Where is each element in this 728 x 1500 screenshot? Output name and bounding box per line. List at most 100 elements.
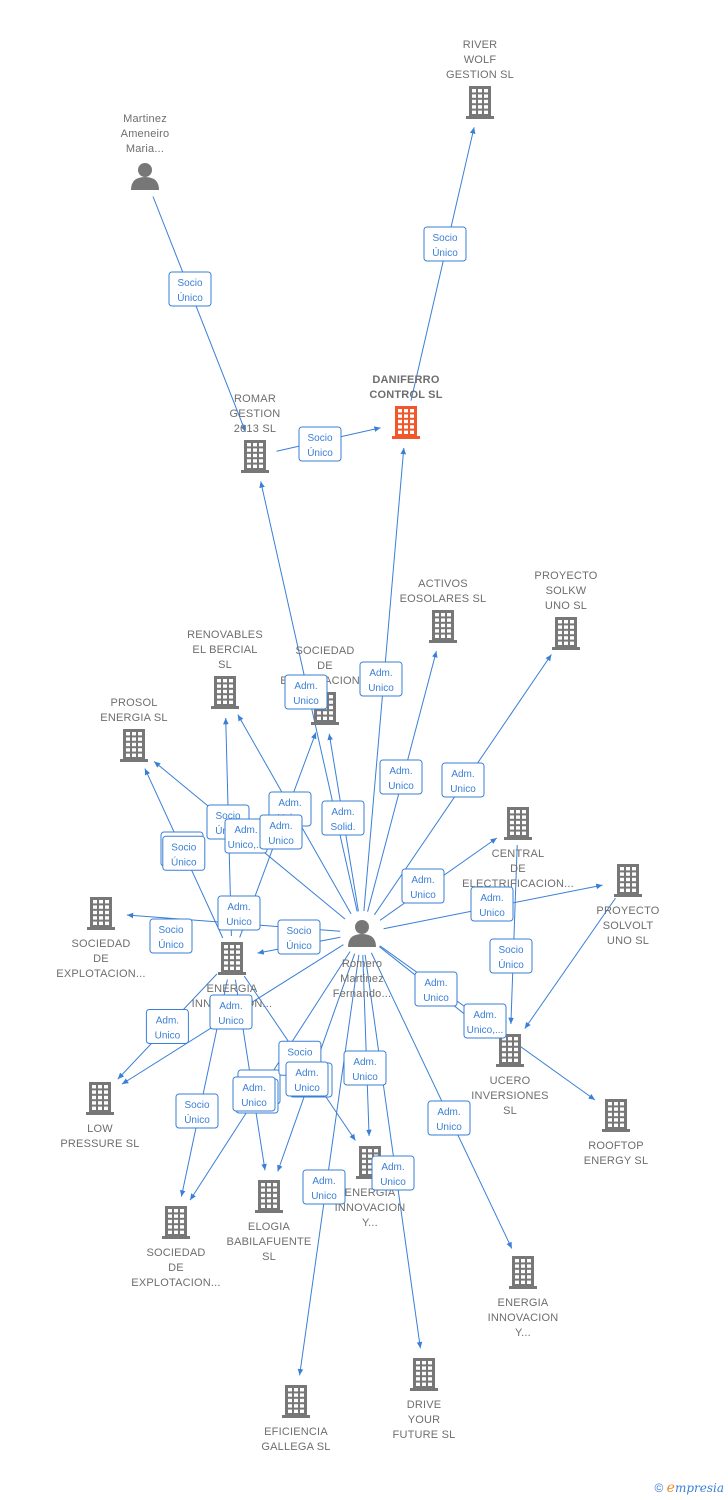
node-label-line: PROYECTO — [596, 905, 659, 917]
node-energia2[interactable]: ENERGIAINNOVACIONY... — [335, 1146, 406, 1229]
node-central[interactable]: CENTRALDEELECTRIFICACION... — [462, 807, 574, 890]
edge-label-text: Unico,... — [467, 1025, 504, 1036]
node-sociedad3[interactable]: SOCIEDADDEEXPLOTACION... — [131, 1206, 221, 1289]
node-label-line: EXPLOTACION... — [131, 1277, 220, 1289]
building-icon — [120, 729, 148, 762]
edge-label-box — [284, 674, 328, 710]
node-martinez[interactable]: MartinezAmeneiroMaria... — [121, 113, 170, 190]
edge-label-extra-0[interactable]: Adm.Unico,... — [224, 818, 268, 854]
edge-label-extra-2[interactable]: Adm.Unico — [217, 895, 261, 931]
edge-label-romero-to-energia3[interactable]: Adm.Unico — [371, 1155, 415, 1191]
building-icon — [255, 1180, 283, 1213]
node-label-line: SOLKW — [546, 585, 587, 597]
edge-label-text: Unico — [226, 917, 252, 928]
edge-label-romero-to-sociedad1[interactable]: Adm.Solid. — [321, 800, 365, 836]
edge-label-text: Adm. — [294, 681, 317, 692]
edge-label-box — [321, 800, 365, 836]
edge-label-romero-to-solkw[interactable]: Adm.Unico — [441, 762, 485, 798]
node-label-line: DRIVE — [407, 1399, 442, 1411]
edge-label-romero-to-solvolt[interactable]: Adm.Unico — [470, 886, 514, 922]
edge-label-text: Unico — [423, 993, 449, 1004]
edge-label-extra-1[interactable]: Adm.Unico — [259, 814, 303, 850]
building-icon — [218, 942, 246, 975]
edge-label-text: Adm. — [242, 1083, 265, 1094]
edge-label-text: Unico,... — [228, 840, 265, 851]
edge-label-text: Unico — [450, 784, 476, 795]
node-label-line: LOW — [87, 1123, 113, 1135]
edge-romero-to-drive — [364, 954, 423, 1349]
node-label-line: RENOVABLES — [187, 629, 263, 641]
edge-label-extra-4[interactable]: Adm.Unico — [285, 1061, 329, 1097]
edge-label-text: Socio — [432, 233, 457, 244]
edge-label-box — [489, 938, 533, 974]
building-icon — [410, 1358, 438, 1391]
edge-label-box — [285, 1061, 329, 1097]
node-label-line: PROSOL — [110, 697, 157, 709]
node-romero[interactable]: RomeroMartinezFernando... — [333, 920, 391, 1000]
building-icon — [211, 676, 239, 709]
edge-label-text: Adm. — [312, 1176, 335, 1187]
node-label-line: Fernando... — [333, 988, 391, 1000]
copyright-icon: © — [654, 1481, 664, 1495]
node-label-line: ENERGY SL — [584, 1155, 649, 1167]
node-energia3[interactable]: ENERGIAINNOVACIONY... — [488, 1256, 559, 1339]
edge-label-text: Adm. — [353, 1057, 376, 1068]
edge-labels-layer: SocioÚnicoSocioÚnicoSocioÚnicoAdm.UnicoA… — [145, 226, 533, 1205]
edge-label-romero-to-low[interactable]: Adm.Unico — [209, 994, 253, 1030]
node-label-line: ROOFTOP — [588, 1140, 644, 1152]
person-icon — [348, 920, 376, 947]
edge-label-romero-to-eficiencia[interactable]: Adm.Unico — [302, 1169, 346, 1205]
edge-label-energia1-to-sociedad1[interactable]: Adm.Unico — [284, 674, 328, 710]
node-label-line: 2013 SL — [234, 423, 276, 435]
edge-label-text: Unico — [410, 890, 436, 901]
edge-label-text: Unico — [479, 908, 505, 919]
edge-label-romero-to-rooftop[interactable]: Adm.Unico,... — [463, 1003, 507, 1039]
edge-label-romero-to-daniferro[interactable]: Adm.Unico — [359, 661, 403, 697]
edge-label-box — [470, 886, 514, 922]
edge-label-box — [145, 1009, 189, 1044]
edge-label-energia1-to-low[interactable]: Adm.Unico — [145, 1009, 189, 1044]
edge-label-romero-to-energia2[interactable]: Adm.Unico — [343, 1050, 387, 1086]
edge-label-text: Socio — [215, 811, 240, 822]
empresia-logo-e: e — [666, 1480, 675, 1496]
edge-label-text: Adm. — [437, 1107, 460, 1118]
node-label-line: EOSOLARES SL — [400, 593, 487, 605]
edge-label-romero-to-activos[interactable]: Adm.Unico — [379, 759, 423, 795]
node-rooftop[interactable]: ROOFTOP ENERGY SL — [584, 1099, 649, 1167]
node-label-line: INNOVACION — [335, 1202, 406, 1214]
edge-label-box — [149, 918, 193, 954]
node-label-line: CONTROL SL — [369, 389, 442, 401]
node-label-line: SOCIEDAD — [71, 938, 130, 950]
edge-label-romero-to-ucero[interactable]: Adm.Unico — [414, 971, 458, 1007]
edge-label-romero-to-central[interactable]: Adm.Unico — [401, 868, 445, 904]
edge-label-romero-to-drive[interactable]: Adm.Unico — [427, 1100, 471, 1136]
node-sociedad2[interactable]: SOCIEDADDEEXPLOTACION... — [56, 897, 146, 980]
building-icon — [466, 86, 494, 119]
building-icon — [552, 617, 580, 650]
empresia-footer[interactable]: © empresia — [654, 1480, 724, 1496]
edge-label-box — [175, 1093, 219, 1129]
edge-label-extra-3[interactable]: Adm.Unico — [232, 1076, 276, 1112]
